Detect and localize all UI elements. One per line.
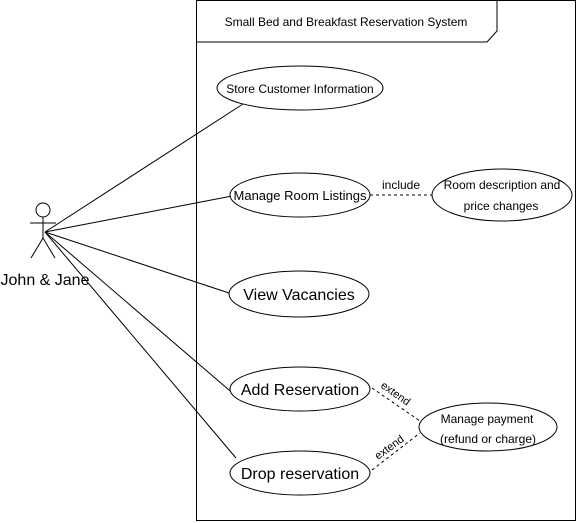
use-case-label-line1: Manage payment bbox=[441, 412, 534, 426]
use-case-label-line2: price changes bbox=[464, 199, 539, 213]
use-case-label: Manage Room Listings bbox=[234, 188, 367, 203]
assoc-store-customer bbox=[44, 103, 244, 233]
use-case-view-vacancies[interactable]: View Vacancies bbox=[228, 270, 370, 318]
include-label: include bbox=[382, 178, 420, 192]
use-case-drop-reservation[interactable]: Drop reservation bbox=[229, 450, 371, 496]
assoc-add-reservation bbox=[44, 231, 237, 397]
assoc-manage-rooms bbox=[44, 195, 233, 233]
system-title-tab bbox=[196, 0, 498, 43]
system-title: Small Bed and Breakfast Reservation Syst… bbox=[225, 15, 468, 29]
actor-name: John & Jane bbox=[1, 272, 90, 289]
extend-line-drop bbox=[371, 432, 421, 471]
use-case-label: Drop reservation bbox=[241, 466, 359, 483]
use-case-manage-rooms[interactable]: Manage Room Listings bbox=[229, 172, 371, 218]
use-case-store-customer[interactable]: Store Customer Information bbox=[216, 65, 384, 111]
extend-label-add: extend bbox=[378, 380, 412, 409]
use-case-label: Store Customer Information bbox=[226, 82, 373, 96]
extend-line-add bbox=[371, 387, 421, 422]
actor-icon bbox=[30, 202, 56, 259]
use-case-label: Add Reservation bbox=[241, 382, 359, 399]
association-lines bbox=[44, 103, 244, 459]
use-case-label: View Vacancies bbox=[243, 287, 354, 304]
assoc-view-vacancies bbox=[44, 231, 233, 295]
dependency-lines bbox=[370, 194, 432, 471]
use-case-room-description[interactable]: Room description and price changes bbox=[431, 168, 573, 222]
use-case-add-reservation[interactable]: Add Reservation bbox=[229, 366, 371, 412]
use-case-label-line2: (refund or charge) bbox=[440, 432, 536, 446]
assoc-drop-reservation bbox=[44, 231, 237, 459]
use-case-manage-payment[interactable]: Manage payment (refund or charge) bbox=[418, 402, 558, 452]
use-case-label-line1: Room description and bbox=[444, 178, 561, 192]
